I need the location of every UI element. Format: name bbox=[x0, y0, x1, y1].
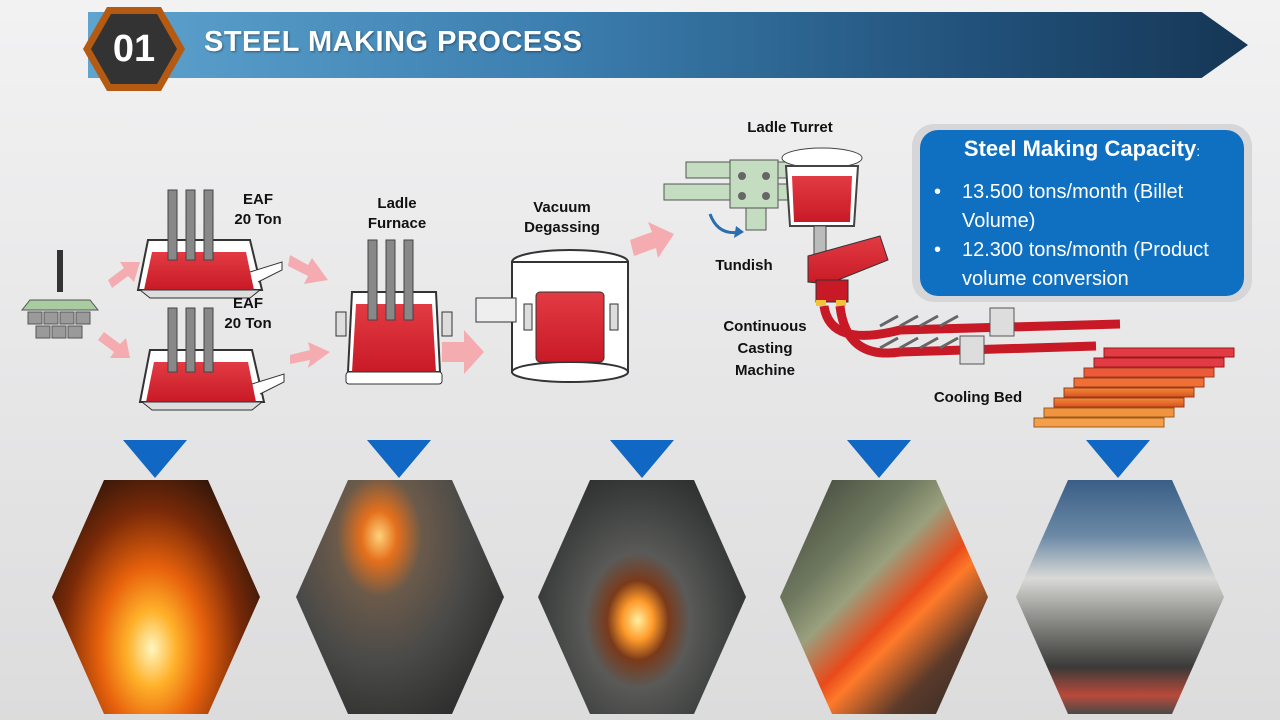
down-triangle-icon bbox=[610, 440, 674, 478]
eaf-top-label: EAF 20 Ton bbox=[234, 191, 282, 228]
down-triangle-icon bbox=[123, 440, 187, 478]
flow-arrow bbox=[630, 222, 674, 258]
ladle-turret-label: Ladle Turret bbox=[747, 119, 833, 136]
down-triangle-icon bbox=[847, 440, 911, 478]
eaf-bottom-icon bbox=[138, 307, 285, 411]
cooling-bed-label: Cooling Bed bbox=[933, 389, 1023, 406]
page-title: STEEL MAKING PROCESS bbox=[204, 26, 583, 58]
scrap-bucket-icon bbox=[20, 250, 100, 339]
flow-arrow bbox=[288, 255, 328, 284]
ladle-furnace-label: Ladle Furnace bbox=[367, 195, 427, 232]
flow-arrow bbox=[108, 262, 140, 288]
vacuum-degassing-label: Vacuum Degassing bbox=[524, 199, 600, 236]
capacity-box: Steel Making Capacity: 13.500 tons/month… bbox=[920, 130, 1244, 296]
cooling-bed-icon bbox=[1033, 347, 1235, 428]
section-number: 01 bbox=[112, 27, 156, 70]
flow-arrow bbox=[98, 332, 130, 358]
header-banner bbox=[88, 12, 1248, 78]
flow-arrow bbox=[290, 342, 330, 368]
vacuum-degassing-icon bbox=[475, 249, 629, 383]
capacity-item: 13.500 tons/month (Billet Volume) bbox=[934, 178, 1252, 236]
section-number-badge bbox=[83, 7, 185, 91]
flow-arrow bbox=[442, 330, 484, 374]
capacity-list: 13.500 tons/month (Billet Volume) 12.300… bbox=[934, 178, 1252, 294]
continuous-caster-icon bbox=[807, 235, 1121, 365]
capacity-item: 12.300 tons/month (Product volume conver… bbox=[934, 236, 1252, 294]
continuous-casting-photo bbox=[780, 480, 988, 714]
continuous-casting-label: Continuous Casting Machine bbox=[723, 318, 807, 379]
eaf-top-icon bbox=[136, 189, 283, 299]
vacuum-degassing-photo bbox=[538, 480, 746, 714]
eaf-bottom-label: EAF 20 Ton bbox=[224, 295, 272, 332]
ladle-furnace-icon bbox=[335, 239, 453, 385]
ladle-turret-icon bbox=[663, 147, 863, 255]
down-triangle-icon bbox=[1086, 440, 1150, 478]
down-triangle-icon bbox=[367, 440, 431, 478]
tundish-label: Tundish bbox=[715, 257, 773, 274]
capacity-title: Steel Making Capacity: bbox=[963, 136, 1201, 161]
